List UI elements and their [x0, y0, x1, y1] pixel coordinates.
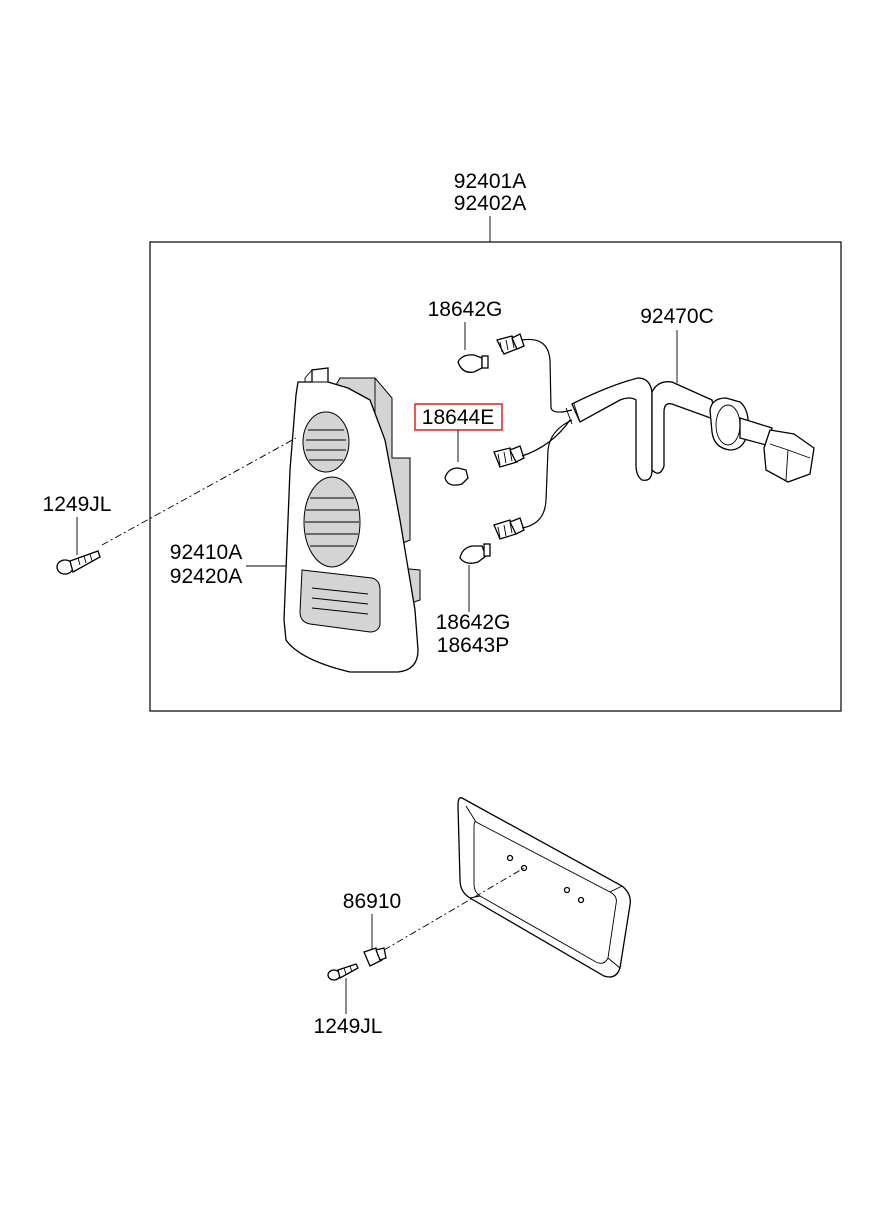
- callout-lens-bottom[interactable]: 92420A: [170, 565, 242, 588]
- callout-lens-top[interactable]: 92410A: [170, 541, 242, 564]
- assembly-label-top[interactable]: 92401A: [454, 170, 526, 193]
- screw-upper-axis: [101, 437, 297, 546]
- highlight-box: [414, 403, 503, 431]
- grommet-icon[interactable]: [363, 947, 387, 967]
- assembly-label-bottom[interactable]: 92402A: [454, 192, 526, 215]
- screw-lower-icon[interactable]: [327, 963, 359, 981]
- lamp-lens[interactable]: [283, 367, 419, 673]
- harness-connector: [763, 429, 815, 483]
- callout-screw-upper[interactable]: 1249JL: [43, 493, 112, 516]
- socket-middle-icon[interactable]: [493, 445, 525, 468]
- callout-wiring[interactable]: 92470C: [640, 305, 714, 328]
- callout-grommet[interactable]: 86910: [343, 890, 401, 913]
- license-plate-bracket[interactable]: [457, 797, 631, 978]
- bulb-top-icon[interactable]: [457, 354, 489, 373]
- assembly-frame: [149, 241, 842, 712]
- socket-top-icon[interactable]: [496, 333, 525, 355]
- bulb-bottom-icon[interactable]: [459, 543, 491, 564]
- grommet-axis: [383, 867, 525, 951]
- callout-screw-lower[interactable]: 1249JL: [314, 1015, 383, 1038]
- bulb-middle-icon[interactable]: [444, 467, 469, 486]
- socket-bottom-icon[interactable]: [493, 517, 525, 540]
- lens-upper-cell: [302, 411, 350, 473]
- screw-upper-icon[interactable]: [56, 550, 101, 575]
- callout-bulb-highlighted[interactable]: 18644E: [422, 406, 494, 429]
- callout-bulb-top[interactable]: 18642G: [428, 298, 503, 321]
- callout-bulb-bottom-bottom[interactable]: 18643P: [437, 634, 509, 657]
- wiring-harness[interactable]: [521, 338, 815, 529]
- callout-bulb-bottom-top[interactable]: 18642G: [436, 611, 511, 634]
